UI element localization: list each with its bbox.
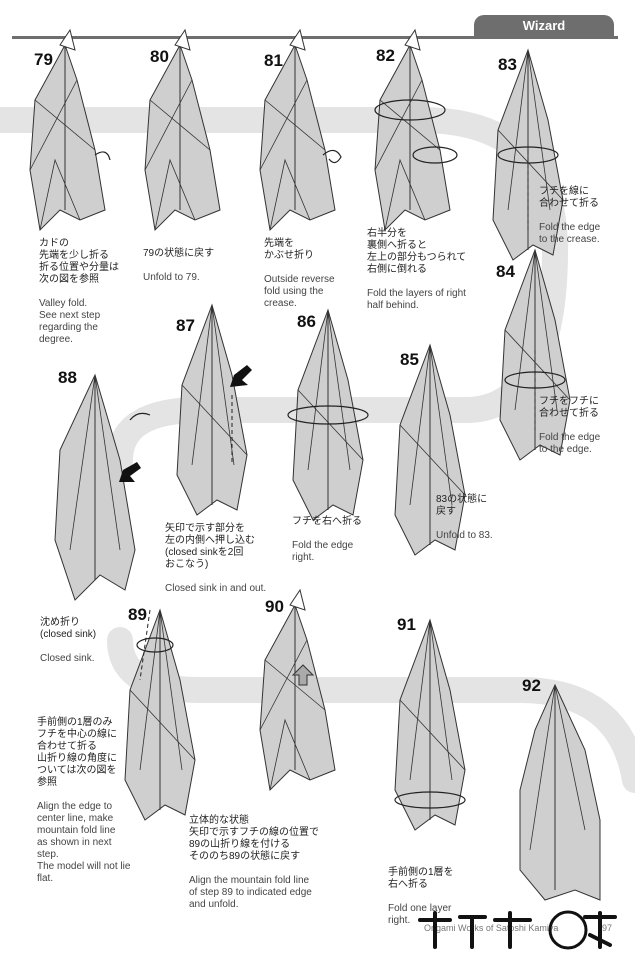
caption-79-jp: カドの 先端を少し折る 折る位置や分量は 次の図を参照	[39, 238, 119, 285]
step-number-84: 84	[496, 262, 515, 281]
diagram-88	[54, 373, 151, 601]
diagram-90	[259, 589, 336, 791]
footer-credit: Origami Works of Satoshi Kamiya	[424, 923, 559, 933]
step-number-86: 86	[297, 312, 316, 331]
step-number-85: 85	[400, 350, 419, 369]
caption-87: 矢印で示す部分を 左の内側へ押し込む (closed sinkを2回 おこなう)…	[165, 511, 290, 607]
caption-79-en: Valley fold. See next step regarding the…	[39, 298, 101, 345]
diagram-87	[176, 304, 252, 516]
diagram-86	[287, 309, 369, 521]
caption-81-en: Outside reverse fold using the crease.	[264, 274, 335, 309]
caption-91: 手前側の1層を 右へ折る Fold one layer right.	[388, 855, 488, 939]
diagram-92	[519, 683, 601, 901]
diagram-82	[374, 29, 458, 231]
caption-82: 右半分を 裏側へ折ると 左上の部分もつられて 右側に倒れる Fold the l…	[367, 216, 492, 324]
caption-85-en: Unfold to 83.	[436, 530, 493, 541]
step-number-89: 89	[128, 605, 147, 624]
caption-91-jp: 手前側の1層を 右へ折る	[388, 867, 454, 890]
step-number-91: 91	[397, 615, 416, 634]
step-number-83: 83	[498, 55, 517, 74]
header-rule	[12, 36, 618, 39]
section-tab: Wizard	[474, 15, 614, 36]
caption-80-jp: 79の状態に戻す	[143, 248, 215, 259]
caption-87-jp: 矢印で示す部分を 左の内側へ押し込む (closed sinkを2回 おこなう)	[165, 523, 255, 570]
diagram-79	[29, 29, 111, 231]
caption-88: 沈め折り (closed sink) Closed sink.	[40, 605, 135, 677]
caption-79: カドの 先端を少し折る 折る位置や分量は 次の図を参照 Valley fold.…	[39, 226, 149, 358]
page-number: 97	[602, 923, 613, 933]
caption-89-en: Align the edge to center line, make moun…	[37, 801, 131, 884]
caption-85-jp: 83の状態に 戻す	[436, 494, 488, 517]
step-number-80: 80	[150, 47, 169, 66]
step-number-79: 79	[34, 50, 53, 69]
caption-83-jp: フチを線に 合わせて折る	[539, 186, 599, 209]
caption-81-jp: 先端を かぶせ折り	[264, 238, 314, 261]
caption-84: フチをフチに 合わせて折る Fold the edge to the edge.	[539, 384, 629, 468]
caption-86-jp: フチを右へ折る	[292, 516, 362, 527]
caption-89-jp: 手前側の1層のみ フチを中心の線に 合わせて折る 山折り線の角度に ついては次の…	[37, 717, 117, 788]
diagram-83	[492, 49, 564, 261]
caption-90-en: Align the mountain fold line of step 89 …	[189, 875, 312, 910]
step-number-90: 90	[265, 597, 284, 616]
caption-83-en: Fold the edge to the crease.	[539, 222, 601, 245]
diagram-84	[499, 249, 571, 461]
caption-84-en: Fold the edge to the edge.	[539, 432, 601, 455]
step-number-82: 82	[376, 46, 395, 65]
caption-89: 手前側の1層のみ フチを中心の線に 合わせて折る 山折り線の角度に ついては次の…	[37, 705, 137, 897]
caption-83: フチを線に 合わせて折る Fold the edge to the crease…	[539, 174, 629, 258]
caption-82-jp: 右半分を 裏側へ折ると 左上の部分もつられて 右側に倒れる	[367, 228, 467, 275]
caption-91-en: Fold one layer right.	[388, 903, 452, 926]
step-number-92: 92	[522, 676, 541, 695]
step-number-87: 87	[176, 316, 195, 335]
caption-80: 79の状態に戻す Unfold to 79.	[143, 236, 253, 296]
caption-80-en: Unfold to 79.	[143, 272, 200, 283]
caption-87-en: Closed sink in and out.	[165, 583, 267, 594]
step-number-88: 88	[58, 368, 77, 387]
caption-86: フチを右へ折る Fold the edge right.	[292, 504, 402, 576]
diagram-91	[394, 619, 466, 831]
caption-88-en: Closed sink.	[40, 653, 95, 664]
caption-88-jp: 沈め折り (closed sink)	[40, 617, 97, 640]
diagram-81	[259, 29, 342, 231]
step-number-81: 81	[264, 51, 283, 70]
caption-84-jp: フチをフチに 合わせて折る	[539, 396, 599, 419]
watermark-logo	[418, 910, 617, 950]
diagram-89	[124, 609, 196, 821]
caption-90: 立体的な状態 矢印で示すフチの線の位置で 89の山折り線を付ける そののち89の…	[189, 803, 369, 923]
caption-85: 83の状態に 戻す Unfold to 83.	[436, 482, 526, 554]
caption-86-en: Fold the edge right.	[292, 540, 354, 563]
caption-90-jp: 立体的な状態 矢印で示すフチの線の位置で 89の山折り線を付ける そののち89の…	[189, 815, 319, 862]
caption-82-en: Fold the layers of right half behind.	[367, 288, 466, 311]
caption-81: 先端を かぶせ折り Outside reverse fold using the…	[264, 226, 364, 322]
